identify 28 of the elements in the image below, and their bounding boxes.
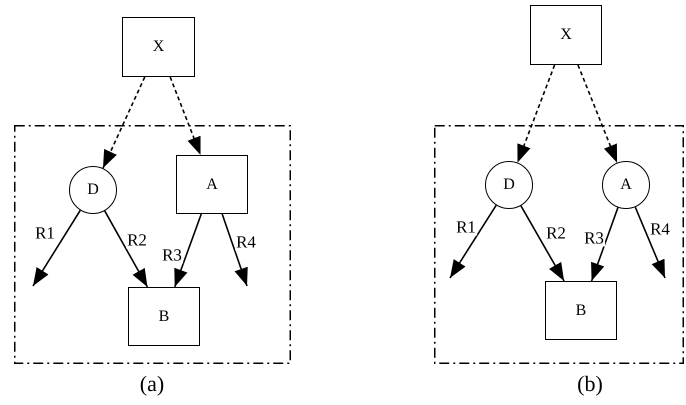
edge-label: R4 <box>649 220 671 238</box>
arrow <box>174 214 202 288</box>
dashed-arrow <box>169 76 202 156</box>
edge-label: R3 <box>583 230 605 246</box>
box-node: X <box>122 17 195 77</box>
edge-label: R3 <box>161 246 183 264</box>
dashed-arrow <box>577 64 618 164</box>
arrow <box>520 205 565 282</box>
arrow <box>634 206 666 278</box>
box-node: B <box>128 287 200 346</box>
edge-label: R1 <box>455 218 477 236</box>
arrow <box>221 214 248 286</box>
arrow <box>449 204 497 278</box>
panel-caption: (b) <box>577 373 603 395</box>
panel-caption: (a) <box>140 373 164 395</box>
edge-label: R1 <box>34 224 56 242</box>
edge-label: R4 <box>235 234 257 250</box>
dashed-arrow <box>516 64 556 163</box>
box-node: A <box>176 155 248 214</box>
arrow <box>104 210 148 288</box>
arrow <box>32 210 81 286</box>
dashed-arrow <box>102 76 146 169</box>
dash-dot-frame <box>14 125 291 364</box>
arrow <box>590 207 619 282</box>
box-node: X <box>530 5 602 65</box>
edge-label: R2 <box>545 224 567 242</box>
edge-label: R2 <box>126 232 148 248</box>
box-node: B <box>545 281 617 340</box>
